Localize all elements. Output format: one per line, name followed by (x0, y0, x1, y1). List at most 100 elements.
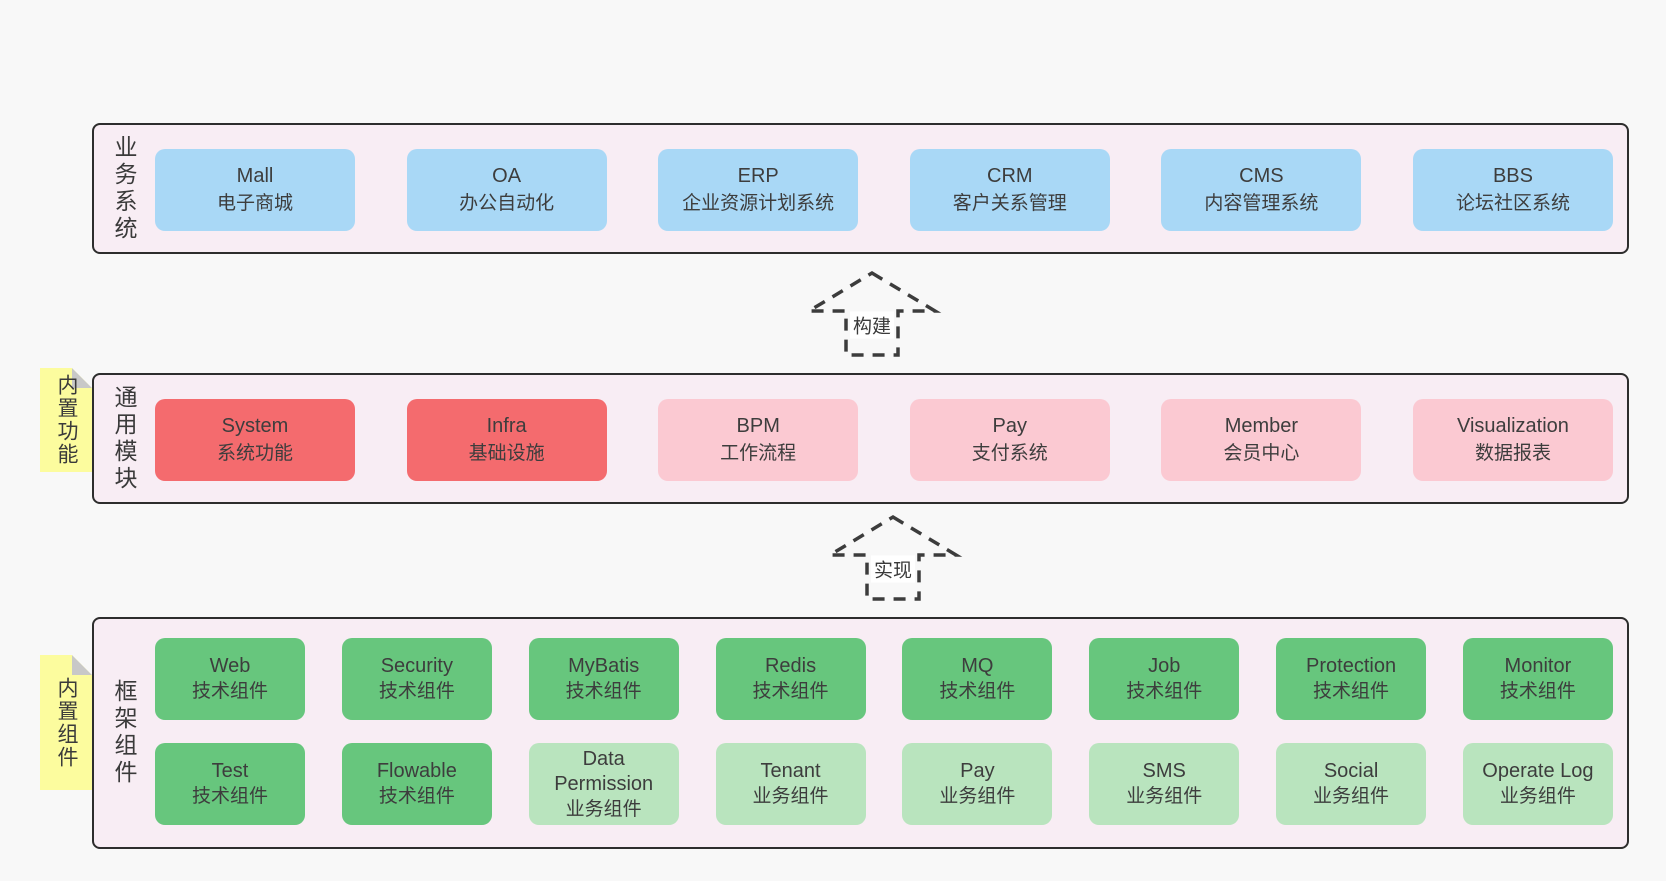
box-subtitle: 论坛社区系统 (1455, 193, 1570, 214)
box-subtitle: 业务组件 (565, 798, 642, 820)
box-mybatis: MyBatis 技术组件 (528, 638, 679, 720)
layer-framework-components: 框架组件 Web 技术组件 Security 技术组件 MyBatis 技术组件… (92, 617, 1629, 849)
box-title: Monitor (1504, 655, 1572, 677)
box-subtitle: 业务组件 (939, 786, 1016, 807)
box-visualization: Visualization 数据报表 (1412, 399, 1613, 481)
box-pay-business: Pay 业务组件 (902, 743, 1053, 825)
box-title: CMS (1239, 165, 1284, 187)
sticky-note-text: 内置组件 (55, 676, 78, 769)
box-subtitle: 技术组件 (378, 681, 455, 702)
box-title: BBS (1492, 165, 1533, 187)
box-subtitle: 技术组件 (939, 681, 1016, 702)
box-subtitle: 技术组件 (1499, 681, 1576, 702)
layer-common-modules: 通用模块 System 系统功能 Infra 基础设施 BPM 工作流程 Pay… (92, 373, 1629, 504)
implement-arrow-label: 实现 (870, 555, 916, 583)
box-subtitle: 业务组件 (752, 786, 829, 807)
box-title: Job (1148, 655, 1181, 677)
layer-business-systems: 业务系统 Mall 电子商城 OA 办公自动化 ERP 企业资源计划系统 CRM… (92, 123, 1629, 254)
box-subtitle: 办公自动化 (459, 193, 555, 214)
box-subtitle: 工作流程 (720, 443, 797, 464)
box-subtitle: 数据报表 (1474, 443, 1551, 464)
box-title: ERP (737, 165, 779, 187)
box-title: Infra (486, 415, 527, 437)
box-security: Security 技术组件 (341, 638, 492, 720)
box-infra: Infra 基础设施 (406, 399, 607, 481)
box-title: Protection (1306, 655, 1397, 677)
box-bpm: BPM 工作流程 (658, 399, 859, 481)
box-subtitle: 技术组件 (1126, 681, 1203, 702)
box-data-permission: Data Permission 业务组件 (528, 743, 679, 825)
box-subtitle: 技术组件 (191, 786, 268, 807)
box-member: Member 会员中心 (1161, 399, 1362, 481)
box-title: OA (492, 165, 522, 187)
box-subtitle: 内容管理系统 (1204, 193, 1319, 214)
framework-components-row-1: Web 技术组件 Security 技术组件 MyBatis 技术组件 Redi… (155, 638, 1613, 720)
box-subtitle: 会员中心 (1223, 443, 1300, 464)
box-crm: CRM 客户关系管理 (909, 149, 1110, 231)
box-web: Web 技术组件 (155, 638, 305, 720)
box-mq: MQ 技术组件 (902, 638, 1053, 720)
box-tenant: Tenant 业务组件 (715, 743, 866, 825)
box-mall: Mall 电子商城 (155, 149, 355, 231)
box-title: SMS (1142, 760, 1186, 782)
box-subtitle: 技术组件 (565, 681, 642, 702)
box-operate-log: Operate Log 业务组件 (1462, 743, 1613, 825)
box-title: Web (209, 655, 251, 677)
box-title: Flowable (376, 760, 457, 782)
box-bbs: BBS 论坛社区系统 (1412, 149, 1613, 231)
box-title: BPM (736, 415, 780, 437)
box-title: MQ (961, 655, 994, 677)
box-monitor: Monitor 技术组件 (1462, 638, 1613, 720)
box-subtitle: 客户关系管理 (952, 193, 1067, 214)
box-subtitle: 技术组件 (1313, 681, 1390, 702)
common-modules-row: System 系统功能 Infra 基础设施 BPM 工作流程 Pay 支付系统… (155, 399, 1613, 481)
business-systems-row: Mall 电子商城 OA 办公自动化 ERP 企业资源计划系统 CRM 客户关系… (155, 149, 1613, 231)
box-title: Test (211, 760, 249, 782)
sticky-note-built-in-components: 内置组件 (40, 655, 92, 790)
note-fold-icon (72, 655, 92, 675)
box-title: Mall (236, 165, 274, 187)
layer-label-common-modules: 通用模块 (111, 384, 137, 493)
box-title: CRM (987, 165, 1033, 187)
box-title: Redis (764, 655, 817, 677)
box-title: Member (1224, 415, 1299, 437)
box-subtitle: 基础设施 (468, 443, 545, 464)
box-subtitle: 业务组件 (1499, 786, 1576, 807)
box-title: Pay (960, 760, 995, 782)
box-oa: OA 办公自动化 (406, 149, 607, 231)
box-cms: CMS 内容管理系统 (1161, 149, 1362, 231)
box-subtitle: 企业资源计划系统 (682, 193, 835, 214)
box-title: Tenant (760, 760, 821, 782)
implement-arrow-icon: 实现 (823, 511, 963, 603)
box-subtitle: 电子商城 (216, 193, 293, 214)
box-subtitle: 技术组件 (191, 681, 268, 702)
sticky-note-text: 内置功能 (55, 374, 78, 466)
box-sms: SMS 业务组件 (1089, 743, 1240, 825)
box-subtitle: 技术组件 (378, 786, 455, 807)
box-erp: ERP 企业资源计划系统 (658, 149, 859, 231)
layer-label-business-systems: 业务系统 (111, 134, 137, 243)
box-protection: Protection 技术组件 (1276, 638, 1427, 720)
box-title: Operate Log (1482, 760, 1594, 782)
box-test: Test 技术组件 (155, 743, 305, 825)
box-title: Data Permission (554, 747, 654, 795)
sticky-note-built-in-features: 内置功能 (40, 368, 92, 472)
box-flowable: Flowable 技术组件 (341, 743, 492, 825)
box-pay: Pay 支付系统 (909, 399, 1110, 481)
build-arrow-icon: 构建 (802, 267, 942, 359)
box-subtitle: 支付系统 (971, 443, 1048, 464)
box-redis: Redis 技术组件 (715, 638, 866, 720)
box-subtitle: 业务组件 (1126, 786, 1203, 807)
box-subtitle: 业务组件 (1313, 786, 1390, 807)
box-subtitle: 系统功能 (216, 443, 293, 464)
build-arrow-label: 构建 (849, 311, 895, 339)
box-social: Social 业务组件 (1276, 743, 1427, 825)
box-job: Job 技术组件 (1089, 638, 1240, 720)
box-title: Pay (992, 415, 1028, 437)
layer-label-framework-components: 框架组件 (111, 679, 137, 787)
box-title: Security (380, 655, 453, 677)
box-title: Social (1323, 760, 1379, 782)
framework-components-row-2: Test 技术组件 Flowable 技术组件 Data Permission … (155, 743, 1613, 825)
box-subtitle: 技术组件 (752, 681, 829, 702)
